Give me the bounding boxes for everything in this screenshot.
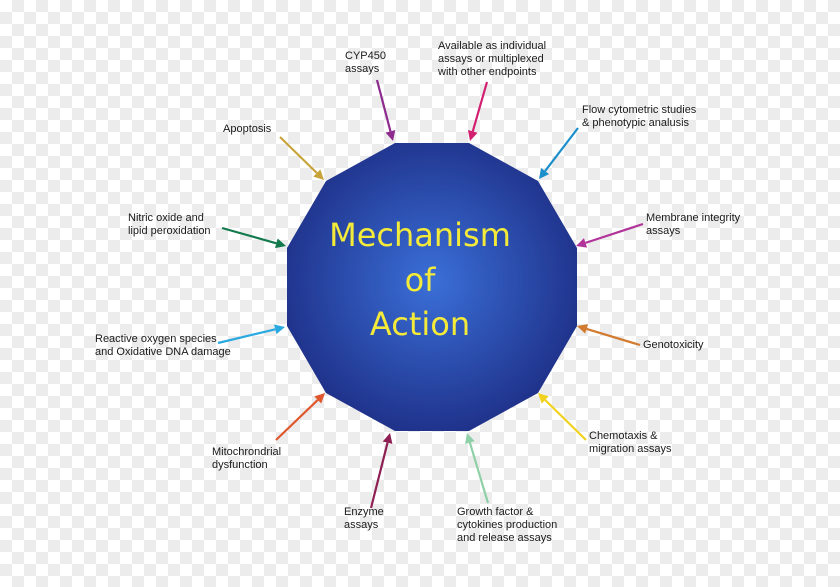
central-dodecagon (287, 143, 577, 431)
arrowhead-apoptosis (313, 169, 324, 180)
arrow-mito (275, 399, 319, 441)
label-growth: Growth factor & cytokines production and… (457, 506, 558, 544)
arrowhead-cyp450 (385, 130, 396, 141)
arrowhead-genotoxicity (577, 324, 589, 334)
label-available: Available as individual assays or multip… (438, 40, 547, 78)
center-title-line1: Mechanism (329, 216, 511, 254)
label-genotoxicity: Genotoxicity (643, 339, 704, 351)
label-mito: Mitochrondrial dysfunction (212, 446, 282, 471)
label-apoptosis: Apoptosis (223, 123, 272, 135)
arrow-flow (544, 127, 579, 172)
arrow-available (471, 81, 489, 132)
arrow-nitric (221, 226, 277, 245)
center-title-line3: Action (369, 305, 471, 343)
label-nitric: Nitric oxide and lipid peroxidation (128, 212, 211, 237)
arrow-apoptosis (279, 136, 318, 174)
arrow-genotoxicity (586, 327, 641, 347)
arrowhead-membrane (576, 238, 588, 248)
label-flow: Flow cytometric studies & phenotypic ana… (582, 104, 697, 129)
arrowhead-enzyme (382, 433, 393, 444)
arrowhead-available (467, 130, 478, 141)
center-title-line2: of (404, 261, 436, 299)
label-chemotaxis: Chemotaxis & migration assays (589, 430, 672, 455)
label-cyp450: CYP450 assays (345, 50, 386, 75)
arrow-growth (468, 442, 490, 504)
arrow-chemotaxis (544, 399, 587, 441)
arrowhead-chemotaxis (538, 393, 549, 404)
arrowhead-ros (274, 324, 285, 335)
arrowhead-growth (465, 433, 475, 445)
arrowhead-flow (539, 168, 550, 179)
label-membrane: Membrane integrity assays (646, 212, 741, 237)
arrow-membrane (585, 222, 644, 244)
arrow-enzyme (369, 442, 389, 509)
arrowhead-nitric (275, 238, 286, 249)
label-ros: Reactive oxygen species and Oxidative DN… (95, 333, 231, 358)
arrow-ros (217, 328, 276, 345)
arrowhead-mito (314, 393, 325, 404)
label-enzyme: Enzyme assays (344, 506, 384, 531)
arrow-cyp450 (375, 79, 392, 132)
